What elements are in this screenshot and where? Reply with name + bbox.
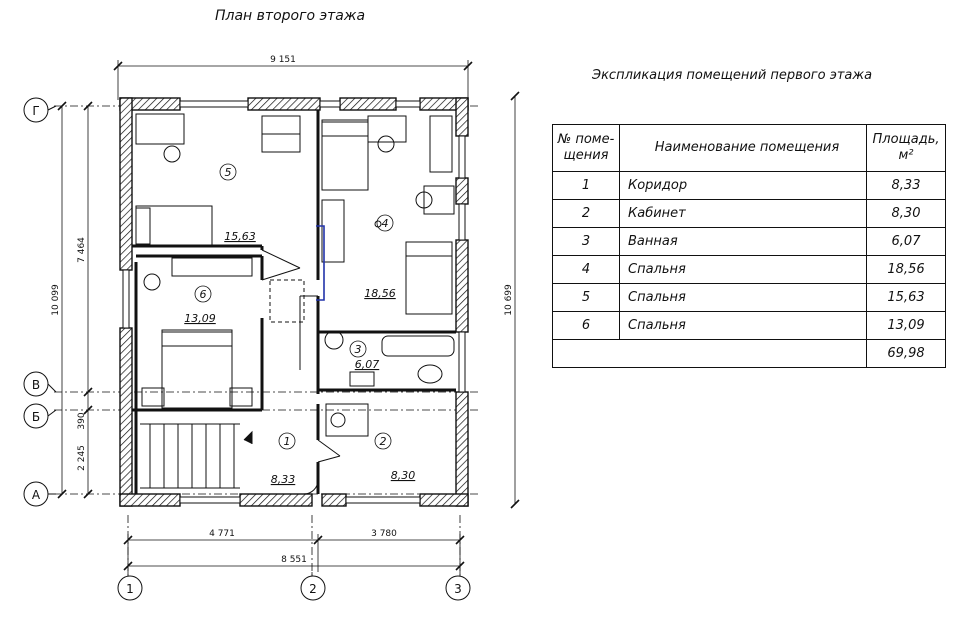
axis-label-2: 2 <box>309 582 317 596</box>
room-3-area: 6,07 <box>355 358 380 371</box>
cell-name: Ванная <box>619 227 867 256</box>
cell-name: Кабинет <box>619 199 867 228</box>
cell-area: 8,30 <box>866 199 946 228</box>
dim-bottom-left: 4 771 <box>209 529 235 539</box>
room-3-number: 3 <box>355 343 362 356</box>
dim-left-upper: 7 464 <box>77 237 87 263</box>
bed-room4-upper <box>321 119 369 191</box>
explication-table: № поме-щения Наименование помещения Площ… <box>552 124 946 368</box>
axis-label-b: Б <box>32 410 40 424</box>
table-row: 6 Спальня 13,09 <box>552 311 946 340</box>
bed-room6 <box>161 329 233 409</box>
hatch-opening <box>269 279 305 323</box>
room-2-number: 2 <box>380 435 387 448</box>
radiator-room6 <box>171 257 253 277</box>
row-axis-marker <box>23 97 57 507</box>
axis-label-g: Г <box>32 104 39 118</box>
total-label-cell <box>552 339 867 368</box>
toilet <box>417 364 443 384</box>
wardrobe-room4 <box>429 115 453 173</box>
table-row: 1 Коридор 8,33 <box>552 171 946 200</box>
exterior-walls <box>119 97 469 507</box>
pipe-marker <box>316 225 325 301</box>
cell-name: Коридор <box>619 171 867 200</box>
axis-label-1: 1 <box>126 582 134 596</box>
table-row: 2 Кабинет 8,30 <box>552 199 946 228</box>
room-2-area: 8,30 <box>391 469 416 482</box>
desk-room2 <box>325 403 369 437</box>
header-num: № поме-щения <box>552 124 620 172</box>
room-labels: 5 15,63 4 18,56 6 13,09 3 6,07 1 8,33 2 … <box>184 163 416 486</box>
room-4-number: 4 <box>382 217 389 230</box>
chair-room6 <box>143 273 161 291</box>
desk-room4-lower <box>423 185 455 215</box>
washbasin <box>324 330 344 350</box>
header-area: Площадь, м² <box>866 124 946 172</box>
cell-area: 13,09 <box>866 311 946 340</box>
cell-num: 2 <box>552 199 620 228</box>
bed-room4-lower <box>405 241 453 315</box>
dim-bottom-right: 3 780 <box>371 529 397 539</box>
dimension-ticks <box>57 61 520 571</box>
plan-title: План второго этажа <box>215 8 366 24</box>
axis-label-3: 3 <box>454 582 462 596</box>
chair-room5 <box>163 145 181 163</box>
dim-bottom-total: 8 551 <box>281 555 307 565</box>
explication-title: Экспликация помещений первого этажа <box>592 68 873 83</box>
header-name: Наименование помещения <box>619 124 867 172</box>
total-area: 69,98 <box>866 339 946 368</box>
room-5-area: 15,63 <box>224 230 256 243</box>
shelf-room4 <box>321 199 345 263</box>
interior-walls <box>132 110 456 494</box>
table-header-row: № поме-щения Наименование помещения Площ… <box>552 124 946 172</box>
table-row: 5 Спальня 15,63 <box>552 283 946 312</box>
room-6-number: 6 <box>200 288 207 301</box>
room-6-area: 13,09 <box>184 312 216 325</box>
axis-label-a: А <box>32 488 41 502</box>
cell-area: 8,33 <box>866 171 946 200</box>
cell-num: 1 <box>552 171 620 200</box>
table-total-row: 69,98 <box>552 339 946 368</box>
desk-room4 <box>367 115 407 143</box>
windows <box>122 100 466 504</box>
table-row: 3 Ванная 6,07 <box>552 227 946 256</box>
staircase <box>140 423 253 489</box>
dim-right-total: 10 699 <box>504 284 514 316</box>
room-4-area: 18,56 <box>364 287 396 300</box>
cell-area: 15,63 <box>866 283 946 312</box>
cell-area: 6,07 <box>866 227 946 256</box>
bed-room5 <box>135 205 213 247</box>
cell-name: Спальня <box>619 311 867 340</box>
cell-num: 5 <box>552 283 620 312</box>
dim-top: 9 151 <box>270 55 296 65</box>
room-1-number: 1 <box>284 435 291 448</box>
dim-left-total: 10 099 <box>51 284 61 316</box>
dim-left-mid: 390 <box>77 412 87 429</box>
furniture <box>135 113 455 489</box>
cell-num: 6 <box>552 311 620 340</box>
cell-num: 3 <box>552 227 620 256</box>
doors <box>261 249 341 495</box>
cell-area: 18,56 <box>866 255 946 284</box>
room-1-area: 8,33 <box>271 473 296 486</box>
cell-num: 4 <box>552 255 620 284</box>
cell-name: Спальня <box>619 283 867 312</box>
col-axis-marker <box>117 575 471 601</box>
desk-room5 <box>135 113 185 145</box>
axis-label-v: В <box>32 378 40 392</box>
cell-name: Спальня <box>619 255 867 284</box>
bathtub <box>381 335 455 357</box>
room-5-number: 5 <box>225 166 232 179</box>
dim-left-lower: 2 245 <box>77 445 87 471</box>
table-row: 4 Спальня 18,56 <box>552 255 946 284</box>
